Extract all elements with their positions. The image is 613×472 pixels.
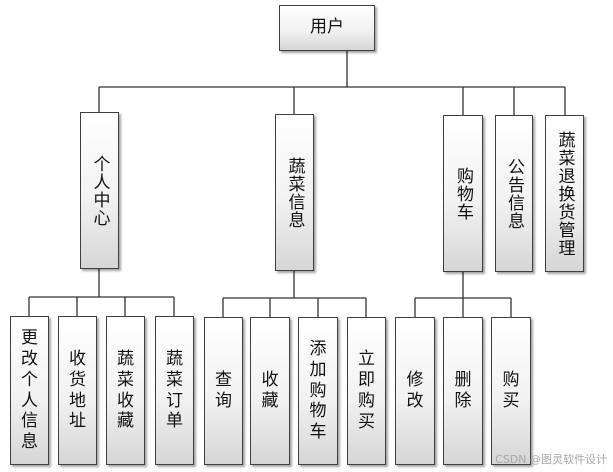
node-change-personal-info: 更改个人信息 — [10, 316, 49, 465]
node-shopping-cart: 购物车 — [443, 115, 483, 272]
node-delete: 删除 — [443, 317, 483, 465]
node-vegetable-orders-label: 蔬菜订单 — [166, 348, 183, 432]
node-vegetable-return-management: 蔬菜退换货管理 — [545, 115, 584, 272]
root-node-label: 用户 — [310, 17, 344, 38]
node-favorite-label: 收藏 — [261, 370, 279, 411]
node-personal-center: 个人中心 — [80, 112, 119, 269]
node-vegetable-return-management-label: 蔬菜退换货管理 — [554, 130, 575, 257]
node-vegetable-orders: 蔬菜订单 — [155, 316, 194, 465]
node-shipping-address-label: 收货地址 — [69, 348, 86, 432]
node-vegetable-info: 蔬菜信息 — [275, 114, 314, 271]
node-modify: 修改 — [395, 317, 435, 465]
node-query-label: 查询 — [215, 370, 232, 411]
node-add-to-cart: 添加购物车 — [298, 317, 338, 465]
node-vegetable-info-label: 蔬菜信息 — [284, 156, 305, 229]
node-buy-now: 立即购买 — [347, 317, 386, 465]
watermark-text: CSDN @图灵软件设计 — [495, 453, 607, 466]
node-shopping-cart-label: 购物车 — [453, 166, 474, 221]
node-vegetable-favorites: 蔬菜收藏 — [106, 316, 145, 465]
node-announcement-info-label: 公告信息 — [504, 157, 525, 230]
node-shipping-address: 收货地址 — [58, 316, 97, 465]
node-modify-label: 修改 — [406, 370, 424, 411]
node-delete-label: 删除 — [454, 370, 472, 411]
node-add-to-cart-label: 添加购物车 — [309, 338, 327, 443]
node-query: 查询 — [204, 317, 243, 465]
node-favorite: 收藏 — [250, 317, 290, 465]
root-node-user: 用户 — [279, 5, 375, 51]
node-personal-center-label: 个人中心 — [89, 154, 110, 227]
node-purchase-label: 购买 — [502, 370, 520, 411]
node-buy-now-label: 立即购买 — [358, 349, 375, 432]
node-purchase: 购买 — [491, 317, 531, 465]
node-change-personal-info-label: 更改个人信息 — [21, 327, 38, 453]
node-announcement-info: 公告信息 — [495, 115, 533, 272]
node-vegetable-favorites-label: 蔬菜收藏 — [117, 348, 134, 432]
